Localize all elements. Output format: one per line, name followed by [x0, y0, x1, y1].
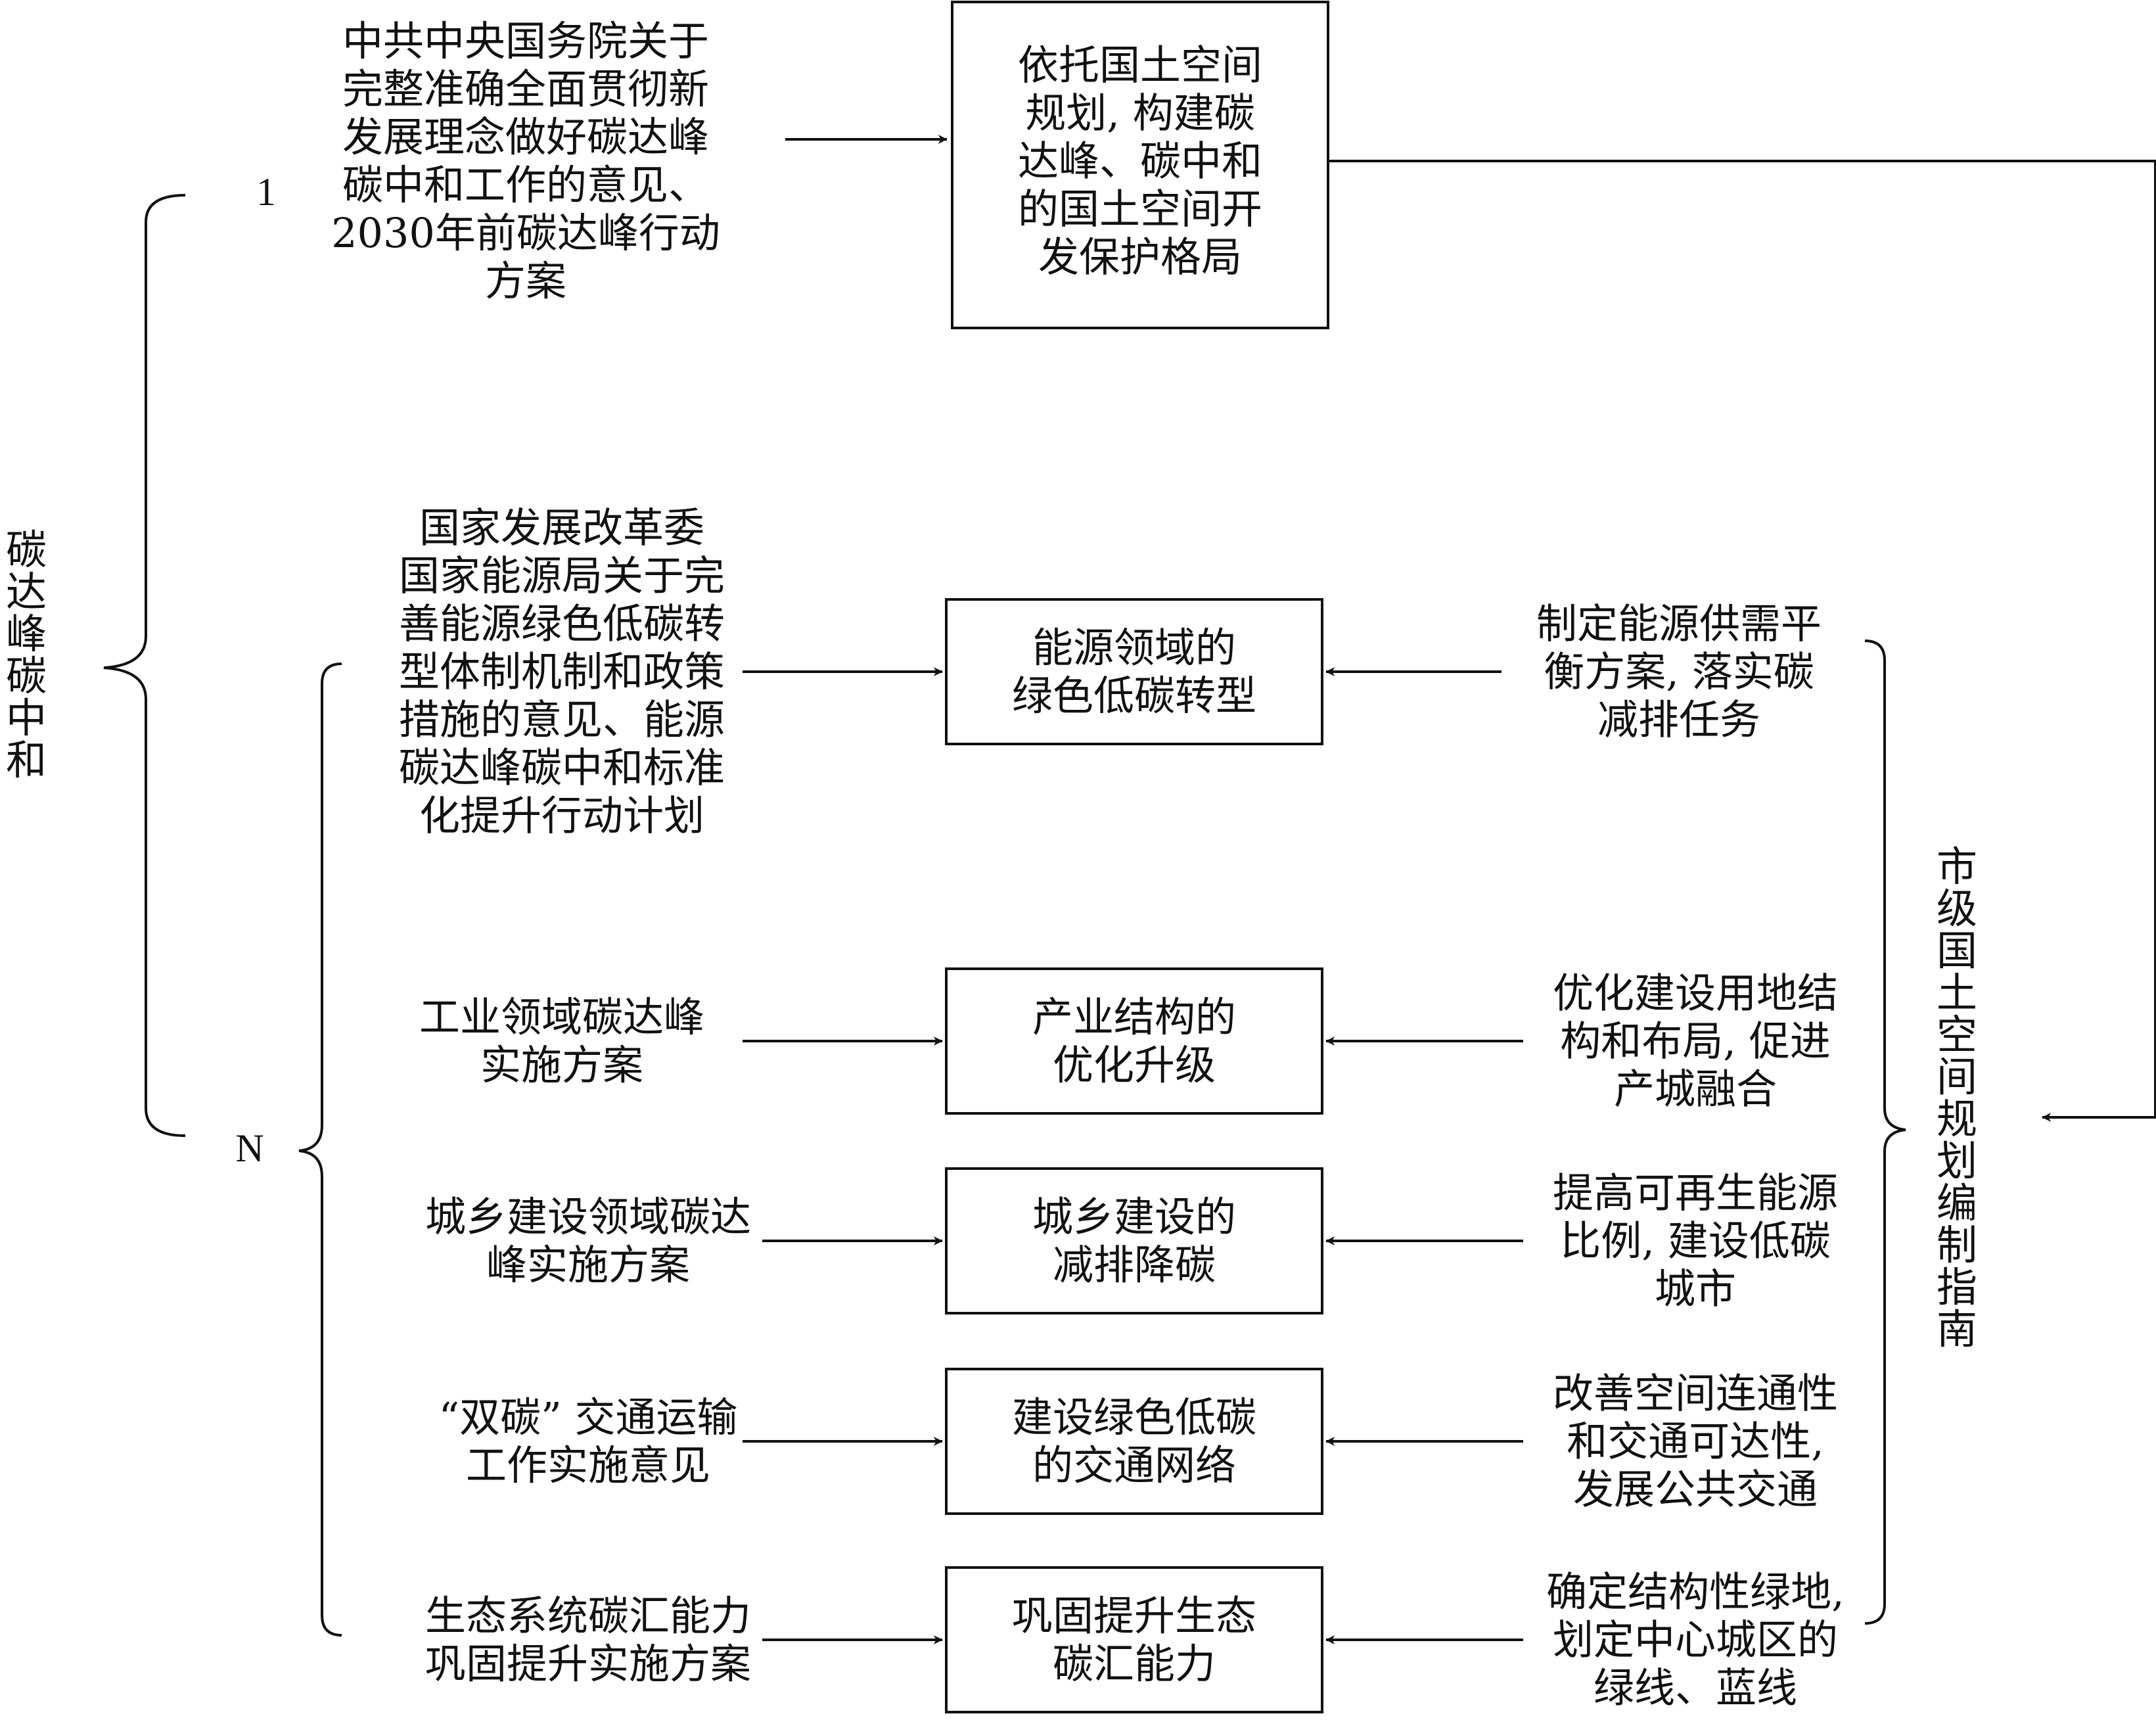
policy-line: 碳达峰碳中和标准 [399, 744, 725, 792]
measure-line: 衡方案, 落实碳 [1544, 648, 1814, 696]
measure-line: 城市 [1655, 1265, 1736, 1313]
policy-line: 工作实施意见 [466, 1441, 710, 1489]
rows-group: 国家发展改革委国家能源局关于完善能源绿色低碳转型体制机制和政策措施的意见、能源碳… [399, 504, 1845, 1713]
policy-line: 峰实施方案 [486, 1241, 690, 1289]
policy-line: 国家能源局关于完 [399, 552, 725, 600]
root-brace [103, 194, 186, 1137]
measure-line: 划定中心城区的 [1553, 1616, 1838, 1664]
top-goal-line: 规划, 构建碳 [1025, 89, 1254, 137]
top-policy-line: 方案 [485, 257, 566, 305]
measure-line: 优化建设用地结 [1553, 969, 1838, 1017]
top-policy-line: 发展理念做好碳达峰 [342, 113, 709, 161]
top-policy-line: 中共中央国务院关于 [342, 17, 709, 65]
policy-line: 善能源绿色低碳转 [399, 600, 725, 648]
goal-box [945, 1566, 1323, 1713]
n-brace [298, 662, 342, 1637]
goal-line: 的交通网络 [1032, 1441, 1236, 1489]
top-goal-line: 发保护格局 [1038, 233, 1242, 281]
row-1: 国家发展改革委国家能源局关于完善能源绿色低碳转型体制机制和政策措施的意见、能源碳… [399, 504, 1822, 840]
measure-line: 绿线、蓝线 [1594, 1664, 1797, 1712]
policy-line: “双碳” 交通运输 [438, 1393, 737, 1441]
top-policy-line: 2030年前碳达峰行动 [331, 209, 720, 257]
goal-line: 绿色低碳转型 [1012, 672, 1256, 720]
goal-line: 城乡建设的 [1032, 1193, 1236, 1241]
goal-box [945, 598, 1323, 745]
policy-line: 城乡建设领域碳达 [425, 1193, 751, 1241]
branch-one-label: 1 [256, 170, 276, 214]
measure-line: 制定能源供需平 [1536, 600, 1822, 648]
measure-line: 确定结构性绿地, [1546, 1568, 1845, 1616]
top-to-guide-connector [1328, 160, 2156, 1122]
policy-line: 措施的意见、能源 [399, 696, 725, 744]
goal-line: 建设绿色低碳 [1012, 1393, 1256, 1441]
measure-line: 和交通可达性, [1567, 1418, 1824, 1466]
measure-line: 构和布局, 促进 [1560, 1017, 1830, 1065]
branch-n-label: N [235, 1127, 264, 1170]
policy-line: 型体制机制和政策 [399, 648, 725, 696]
policy-line: 国家发展改革委 [419, 504, 704, 552]
top-policy-line: 完整准确全面贯彻新 [342, 65, 709, 113]
goal-line: 碳汇能力 [1053, 1640, 1216, 1688]
top-goal-line: 依托国土空间 [1018, 41, 1262, 89]
measure-line: 改善空间连通性 [1553, 1370, 1838, 1418]
top-goal-line: 的国土空间开 [1018, 185, 1262, 233]
row-policy-text: 国家发展改革委国家能源局关于完善能源绿色低碳转型体制机制和政策措施的意见、能源碳… [399, 504, 725, 840]
measure-line: 提高可再生能源 [1553, 1169, 1838, 1217]
guide-label: 市级国土空间规划编制指南 [1937, 843, 1977, 1353]
measure-line: 产城融合 [1614, 1065, 1777, 1113]
policy-line: 巩固提升实施方案 [425, 1640, 751, 1688]
policy-line: 实施方案 [480, 1041, 643, 1089]
measures-bracket [1864, 639, 1906, 1625]
goal-line: 产业结构的 [1032, 993, 1236, 1041]
goal-line: 能源领域的 [1032, 624, 1236, 672]
goal-box [945, 967, 1323, 1115]
top-policy-text: 中共中央国务院关于完整准确全面贯彻新发展理念做好碳达峰碳中和工作的意见、2030… [331, 17, 720, 305]
goal-box [945, 1368, 1323, 1515]
policy-line: 化提升行动计划 [419, 792, 704, 840]
policy-line: 生态系统碳汇能力 [425, 1592, 751, 1640]
measure-line: 减排任务 [1597, 696, 1760, 744]
policy-line: 工业领域碳达峰 [419, 993, 704, 1041]
goal-box [945, 1167, 1323, 1314]
goal-line: 巩固提升生态 [1012, 1592, 1256, 1640]
top-policy-line: 碳中和工作的意见、 [342, 161, 709, 209]
measure-line: 发展公共交通 [1573, 1466, 1818, 1514]
top-goal-box [951, 1, 1329, 329]
root-label: 碳达峰碳中和 [6, 526, 47, 784]
goal-line: 优化升级 [1053, 1041, 1216, 1089]
measure-line: 比例, 建设低碳 [1560, 1217, 1830, 1265]
top-goal-line: 达峰、碳中和 [1018, 137, 1262, 185]
goal-line: 减排降碳 [1053, 1241, 1216, 1289]
